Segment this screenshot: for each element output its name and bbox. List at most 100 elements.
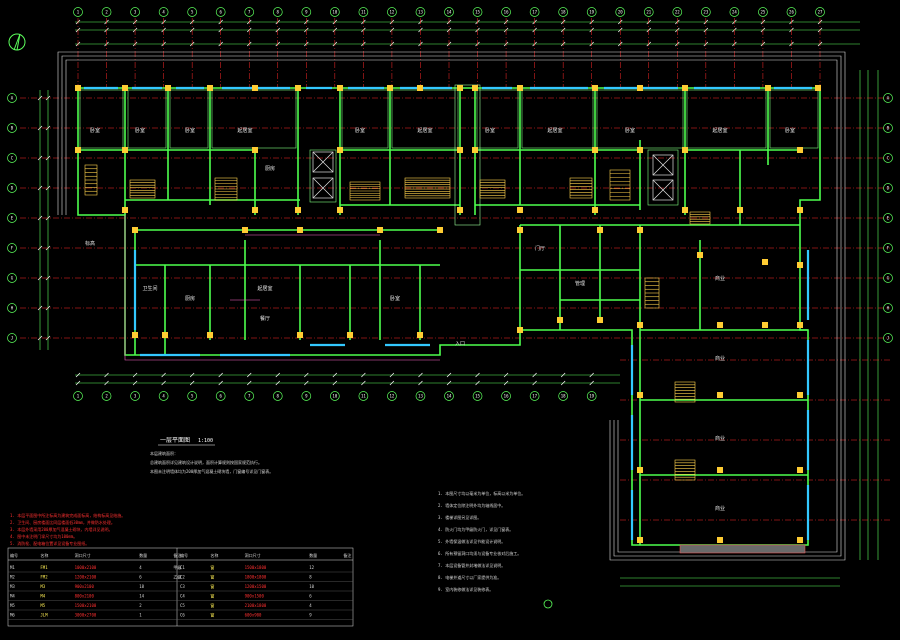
column bbox=[122, 147, 128, 153]
column bbox=[387, 85, 393, 91]
svg-text:本层建筑面积：: 本层建筑面积： bbox=[150, 450, 178, 456]
north-arrow-icon bbox=[8, 33, 26, 51]
room-label: 卧室 bbox=[785, 127, 795, 134]
svg-text:26: 26 bbox=[789, 10, 794, 15]
column bbox=[122, 207, 128, 213]
column bbox=[347, 332, 353, 338]
column bbox=[717, 322, 723, 328]
table-header: 备注 bbox=[173, 552, 181, 558]
column bbox=[717, 467, 723, 473]
column bbox=[765, 85, 771, 91]
table-cell: 乙级 bbox=[173, 574, 181, 580]
table-cell: M4 bbox=[40, 594, 45, 599]
table-cell: 1 bbox=[139, 613, 142, 618]
table-header: 洞口尺寸 bbox=[245, 552, 261, 558]
axis-bubble-top: 25 bbox=[758, 7, 768, 17]
table-cell: FM1 bbox=[40, 565, 48, 570]
room-label: 起居室 bbox=[237, 127, 252, 134]
svg-text:1: 1 bbox=[77, 10, 80, 15]
column bbox=[252, 85, 258, 91]
svg-text:一层平面图: 一层平面图 bbox=[160, 437, 190, 444]
table-cell: M5 bbox=[10, 603, 15, 608]
svg-text:6: 6 bbox=[219, 10, 222, 15]
table-cell: C3 bbox=[180, 584, 185, 589]
room-label: 起居室 bbox=[417, 127, 432, 134]
table-cell: FM2 bbox=[40, 575, 48, 580]
svg-text:H: H bbox=[887, 306, 890, 311]
column bbox=[557, 317, 563, 323]
room-label: 卧室 bbox=[90, 127, 100, 134]
axis-bubble-top: 12 bbox=[387, 7, 397, 17]
column bbox=[597, 227, 603, 233]
axis-bubble-right: H bbox=[883, 303, 893, 313]
svg-text:6: 6 bbox=[219, 394, 222, 399]
column bbox=[457, 207, 463, 213]
table-header: 数量 bbox=[139, 552, 147, 558]
room-label: 卫生间 bbox=[142, 285, 157, 292]
svg-text:J: J bbox=[887, 336, 889, 341]
room-label: 卧室 bbox=[135, 127, 145, 134]
svg-text:15: 15 bbox=[475, 10, 480, 15]
axis-bubble-bottom: 12 bbox=[387, 391, 397, 401]
axis-bubble-bottom: 7 bbox=[244, 391, 255, 401]
svg-text:25: 25 bbox=[761, 10, 766, 15]
svg-text:A: A bbox=[887, 96, 890, 101]
column bbox=[517, 227, 523, 233]
axis-bubble-left: B bbox=[7, 123, 17, 133]
axis-bubble-bottom: 1 bbox=[73, 391, 83, 401]
axis-bubble-top: 23 bbox=[700, 7, 711, 17]
column bbox=[815, 85, 821, 91]
column bbox=[457, 85, 463, 91]
svg-text:10: 10 bbox=[332, 394, 337, 399]
note-line: 3. 本层外墙采用200厚加气混凝土砌块，内墙详见说明。 bbox=[10, 526, 112, 532]
note-line: 2. 卫生间、厨房楼面比同层楼面低30mm，并做防水处理。 bbox=[10, 519, 115, 525]
room-label: 卧室 bbox=[355, 127, 365, 134]
column bbox=[592, 85, 598, 91]
svg-text:E: E bbox=[11, 216, 14, 221]
room-label: 门厅 bbox=[535, 245, 545, 252]
column bbox=[377, 227, 383, 233]
svg-text:13: 13 bbox=[418, 394, 423, 399]
svg-text:F: F bbox=[11, 246, 14, 251]
room-label: 商业 bbox=[715, 355, 725, 362]
column bbox=[797, 147, 803, 153]
axis-bubble-left: H bbox=[7, 303, 17, 313]
column bbox=[637, 392, 643, 398]
svg-text:11: 11 bbox=[361, 394, 366, 399]
column bbox=[132, 332, 138, 338]
table-cell: 甲级 bbox=[173, 564, 181, 570]
column bbox=[517, 327, 523, 333]
column bbox=[437, 227, 443, 233]
column bbox=[797, 207, 803, 213]
ramp-hatch bbox=[679, 544, 806, 554]
drawing-title: 一层平面图 1:100 bbox=[158, 437, 215, 446]
table-cell: M1 bbox=[10, 565, 15, 570]
axis-bubble-top: 22 bbox=[672, 7, 683, 17]
table-cell: 窗 bbox=[210, 602, 214, 608]
room-label: 卧室 bbox=[485, 127, 495, 134]
stair-symbols bbox=[84, 164, 711, 481]
axis-bubble-bottom: 15 bbox=[472, 391, 483, 401]
room-label: 起居室 bbox=[257, 285, 272, 292]
table-cell: 窗 bbox=[210, 564, 214, 570]
table-cell: C2 bbox=[180, 575, 185, 580]
svg-text:19: 19 bbox=[589, 10, 594, 15]
table-cell: 4 bbox=[139, 565, 142, 570]
axis-bubble-top: 15 bbox=[472, 7, 483, 17]
table-cell: 12 bbox=[309, 565, 314, 570]
axis-bubble-bottom: 2 bbox=[101, 391, 112, 401]
svg-text:11: 11 bbox=[361, 10, 366, 15]
column bbox=[297, 332, 303, 338]
axis-bubble-bottom: 6 bbox=[215, 391, 226, 401]
table-cell: 9 bbox=[309, 613, 312, 618]
column bbox=[797, 392, 803, 398]
svg-text:G: G bbox=[887, 276, 890, 281]
column bbox=[252, 207, 258, 213]
axis-bubble-bottom: 8 bbox=[272, 391, 283, 401]
axis-bubble-top: 27 bbox=[815, 7, 825, 17]
column bbox=[162, 332, 168, 338]
column bbox=[762, 322, 768, 328]
note-line: 6. 所有预留洞口均须与设备专业核对后施工。 bbox=[438, 550, 521, 556]
room-label: 商业 bbox=[715, 275, 725, 282]
